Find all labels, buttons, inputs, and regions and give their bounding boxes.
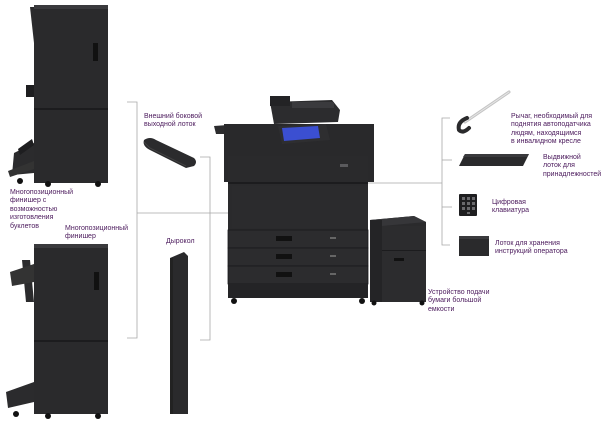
multi-finisher-image (6, 244, 108, 419)
keypad-image (459, 194, 477, 216)
manual-tray-image (459, 236, 489, 256)
booklet-finisher-image (8, 5, 108, 187)
lever-image (456, 90, 511, 134)
hole-punch-image (170, 252, 188, 414)
pullout-tray-label: Выдвижной лоток для принадлежностей (543, 154, 602, 178)
mfp-main-image (214, 96, 374, 304)
manual-tray-label: Лоток для хранения инструкций оператора (495, 240, 568, 256)
lcf-image (370, 216, 426, 306)
side-tray-label: Внешний боковой выходной лоток (144, 113, 203, 129)
lcf-label: Устройство подачи бумаги большой емкости (428, 289, 490, 313)
keypad-label: Цифровая клавиатура (492, 199, 529, 215)
booklet-finisher-label: Многопозиционный финишер с возможностью … (10, 189, 74, 230)
hole-punch-label: Дырокол (166, 238, 195, 245)
pullout-tray-image (459, 154, 529, 166)
lever-label: Рычаг, необходимый для поднятия автопода… (511, 113, 593, 146)
multi-finisher-label: Многопозиционный финишер (65, 225, 129, 241)
side-tray-image (143, 138, 196, 168)
